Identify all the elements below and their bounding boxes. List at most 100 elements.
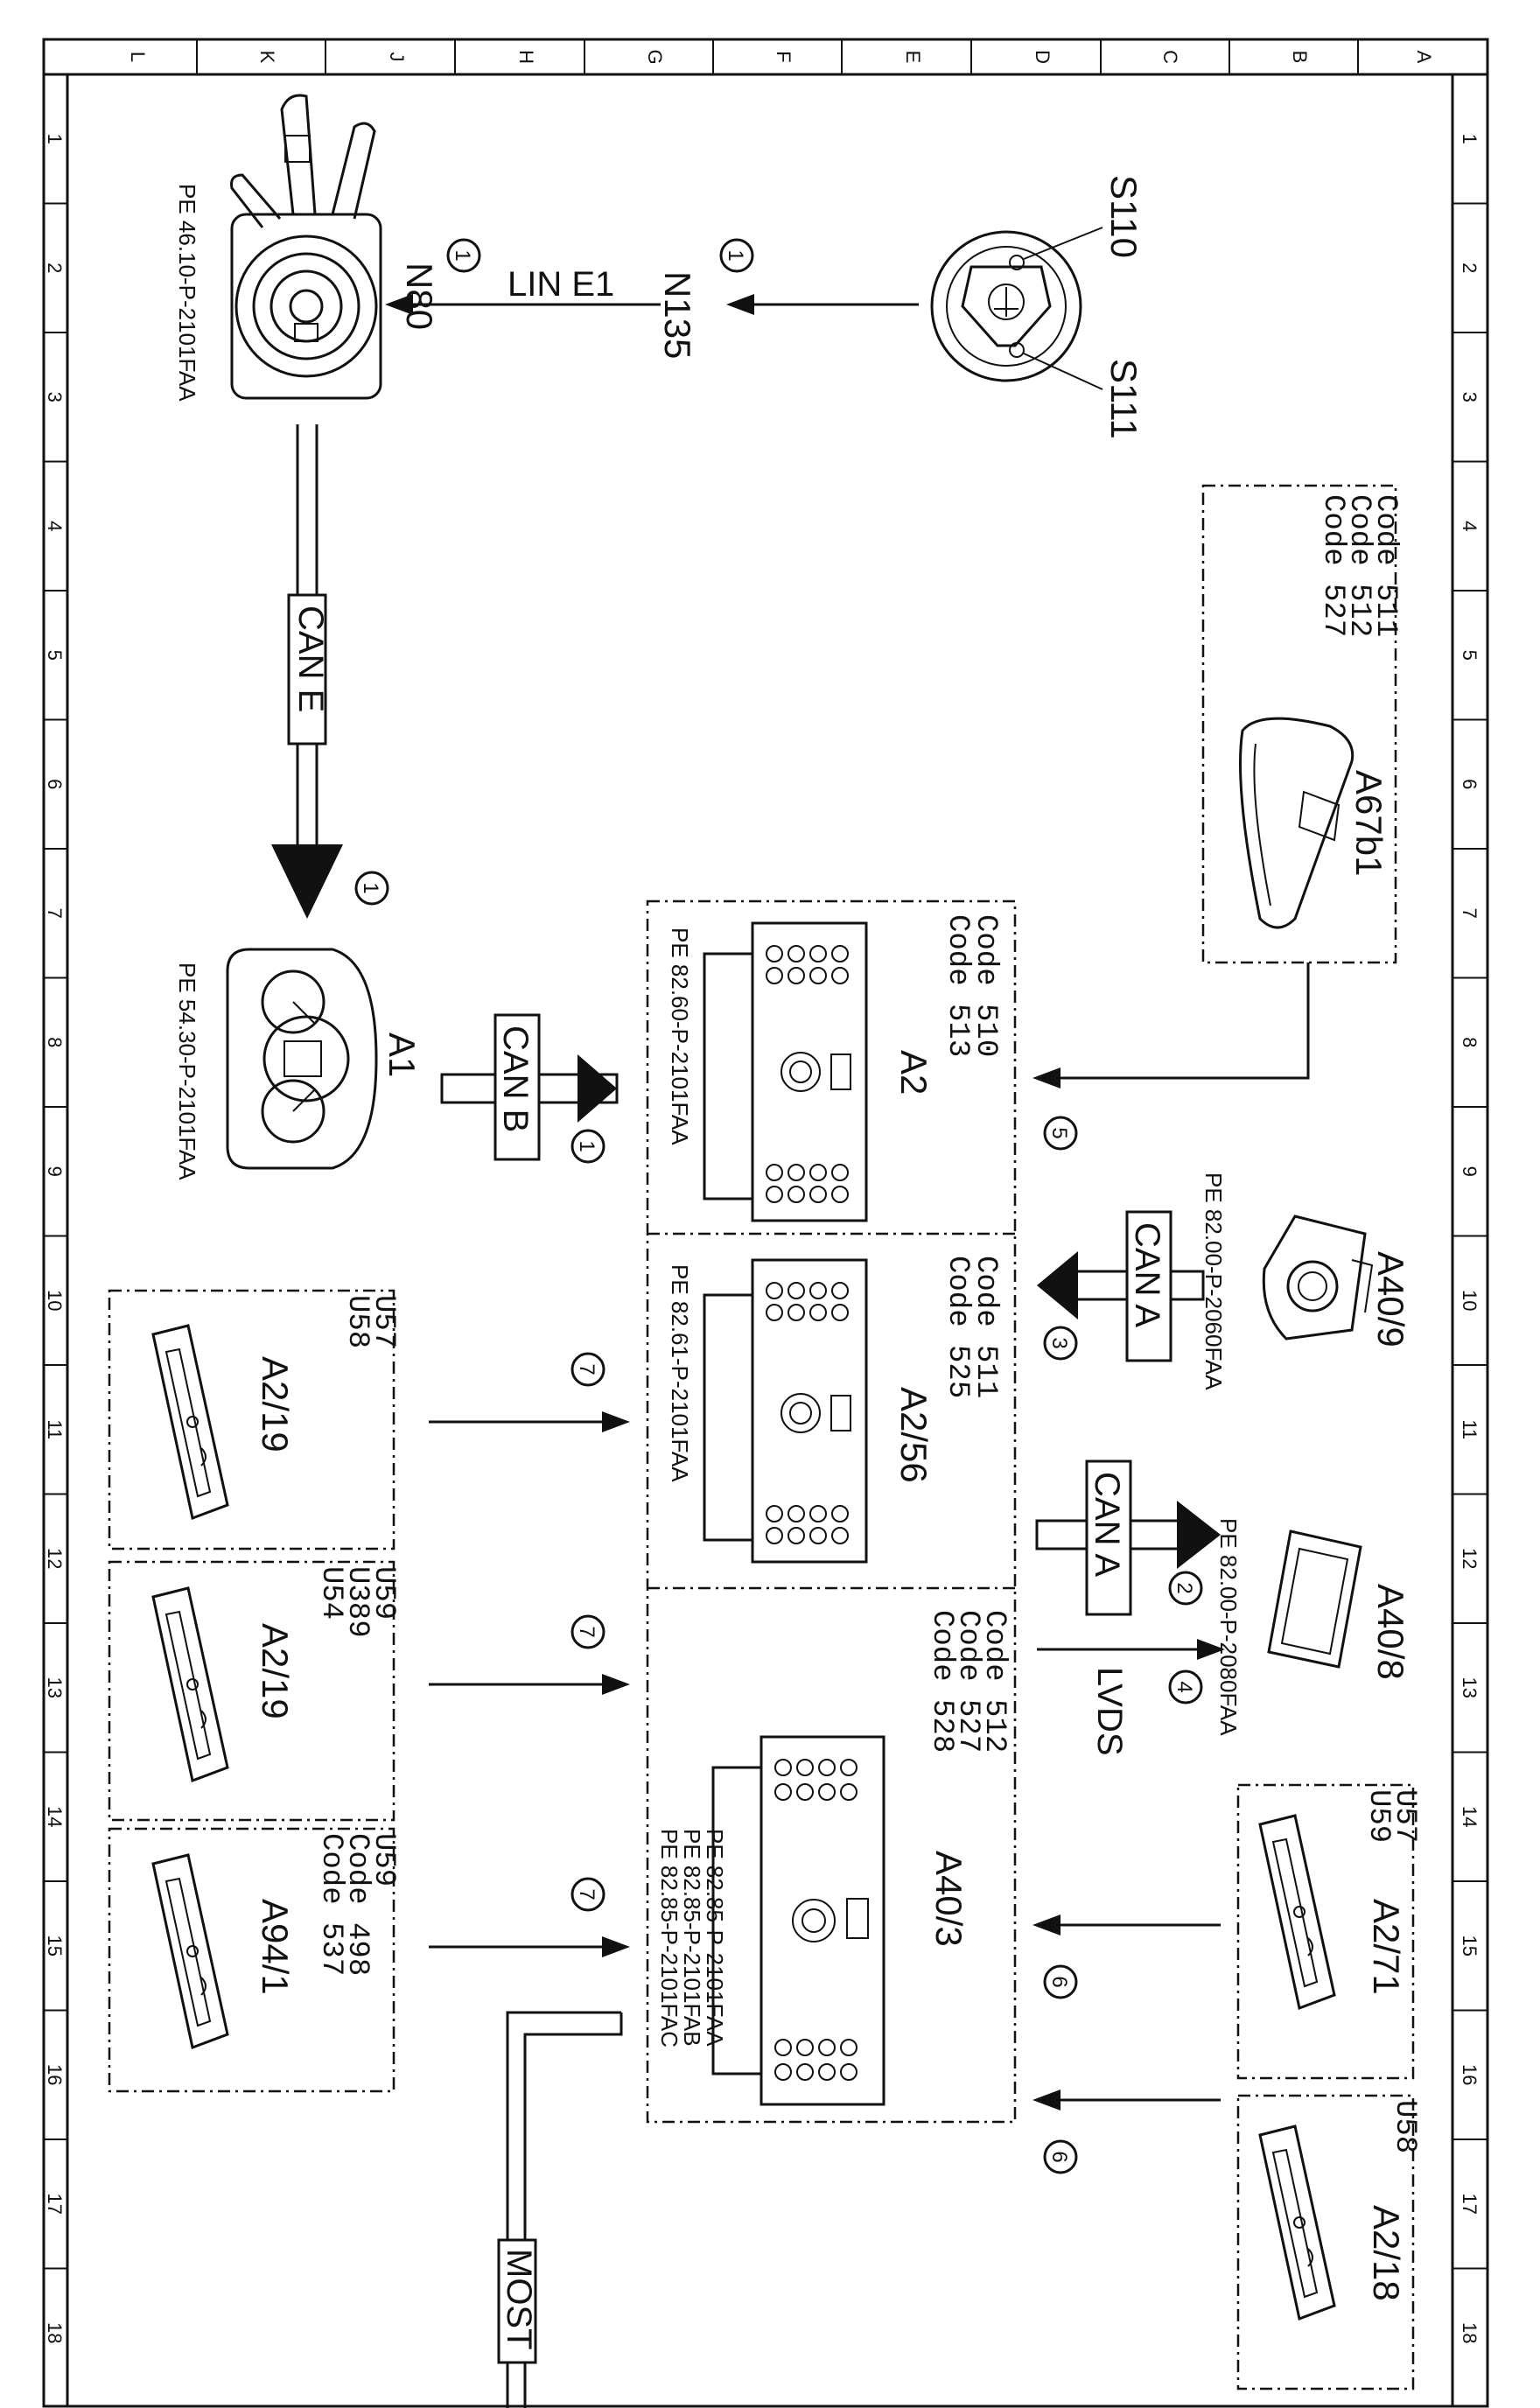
badge-a67b1-out: 5 xyxy=(1043,1116,1078,1151)
a2-18-label: A2/18 xyxy=(1366,2205,1407,2301)
badge-a40-8-can: 2 xyxy=(1168,1571,1203,1606)
grid-letter-g: G xyxy=(644,49,666,64)
grid-number-left-16: 16 xyxy=(44,2064,66,2085)
svg-text:7: 7 xyxy=(575,1626,598,1637)
sheet-border xyxy=(42,38,1489,2408)
grid-letters: A B C D E F G H J K L xyxy=(127,49,1435,64)
grid-number-left-5: 5 xyxy=(44,650,66,661)
can-a-top-label-box xyxy=(1125,1210,1172,1362)
a67b1-to-a2-line xyxy=(1050,962,1310,1080)
a40-9-label: A40/9 xyxy=(1370,1251,1411,1348)
a94-1-label: A94/1 xyxy=(255,1899,296,1995)
a94-1-outline xyxy=(108,1827,396,2093)
a40-3-command-unit xyxy=(711,1735,886,2106)
most-connection xyxy=(497,2011,623,2408)
a67b1-code-527: Code 527 xyxy=(1316,494,1349,637)
grid-letter-a: A xyxy=(1413,51,1435,64)
a2-71-tuner xyxy=(1258,1814,1336,2011)
grid-letter-d: D xyxy=(1032,50,1054,64)
a2-19-mid-outline xyxy=(108,1560,396,1822)
a2-56-code-511: Code 511 xyxy=(969,1256,1002,1398)
a2-56-reference: PE 82.61-P-2101FAA xyxy=(667,1264,693,1482)
a2-reference: PE 82.60-P-2101FAA xyxy=(667,928,693,1145)
grid-number-left-3: 3 xyxy=(44,392,66,402)
grid-number-left-18: 18 xyxy=(44,2322,66,2343)
can-b-label: CAN B xyxy=(496,1026,535,1132)
a67b1-code-512: Code 512 xyxy=(1342,494,1376,637)
grid-number-left-12: 12 xyxy=(44,1548,66,1569)
a1-label: A1 xyxy=(382,1032,423,1077)
can-e-connection xyxy=(271,593,343,919)
svg-text:2: 2 xyxy=(1172,1582,1196,1593)
a67b1-code-511: Code 511 xyxy=(1368,494,1402,637)
a2-18-code-u58: U58 xyxy=(1388,2100,1421,2153)
badge-a2-71: 6 xyxy=(1043,1964,1078,1999)
a94-1-code-537: Code 537 xyxy=(314,1833,347,1976)
a40-8-display xyxy=(1267,1530,1362,1669)
s110-button xyxy=(1009,255,1025,270)
a2-19-top-code-u58: U58 xyxy=(340,1295,374,1348)
wheel-to-n135-arrowhead xyxy=(726,294,754,315)
grid-letter-l: L xyxy=(127,52,149,62)
grid-number-right-8: 8 xyxy=(1459,1037,1480,1047)
s111-button xyxy=(1009,342,1025,358)
grid-number-left-7: 7 xyxy=(44,908,66,919)
svg-text:1: 1 xyxy=(451,249,474,261)
a2-code-510: Code 510 xyxy=(969,914,1002,1057)
a40-8-reference: PE 82.00-P-2080FAA xyxy=(1215,1518,1242,1736)
badge-n135-in: 1 xyxy=(719,238,754,273)
can-a-top-label: CAN A xyxy=(1128,1222,1166,1327)
grid-number-left-11: 11 xyxy=(44,1419,66,1439)
svg-text:5: 5 xyxy=(1047,1127,1071,1138)
svg-text:3: 3 xyxy=(1047,1337,1071,1348)
a1-instrument-cluster xyxy=(226,948,378,1170)
grid-number-right-14: 14 xyxy=(1459,1806,1480,1827)
a2-19-mid-code-u389: U389 xyxy=(340,1566,374,1638)
a2-18-tuner xyxy=(1258,2124,1336,2321)
a40-9-camera xyxy=(1262,1214,1374,1340)
most-label: MOST xyxy=(500,2249,538,2350)
grid-number-left-10: 10 xyxy=(44,1290,66,1311)
badge-a1-in: 1 xyxy=(354,871,389,906)
grid-number-right-1: 1 xyxy=(1459,134,1480,144)
grid-number-right-4: 4 xyxy=(1459,521,1480,531)
head-unit-group-outline xyxy=(646,900,1017,2124)
a2-56-code-525: Code 525 xyxy=(941,1256,974,1398)
svg-text:1: 1 xyxy=(724,249,747,261)
grid-number-left-15: 15 xyxy=(44,1936,66,1956)
grid-number-right-13: 13 xyxy=(1459,1677,1480,1698)
can-a-bottom-label-box xyxy=(1085,1460,1132,1616)
grid-number-right-5: 5 xyxy=(1459,650,1480,661)
a2-19-mid-label: A2/19 xyxy=(255,1623,296,1719)
a2-71-label: A2/71 xyxy=(1366,1899,1407,1995)
can-e-label: CAN E xyxy=(291,606,330,712)
grid-number-right-2: 2 xyxy=(1459,262,1480,273)
a2-19-mid-tuner xyxy=(151,1586,229,1783)
s110-label: S110 xyxy=(1103,175,1144,258)
n135-label: N135 xyxy=(657,271,698,359)
svg-text:6: 6 xyxy=(1047,1976,1071,1987)
badge-a2-18: 6 xyxy=(1043,2139,1078,2174)
svg-text:7: 7 xyxy=(575,1888,598,1900)
grid-number-left-8: 8 xyxy=(44,1037,66,1047)
a2-71-code-u57: U57 xyxy=(1388,1789,1421,1843)
a67b1-outline xyxy=(1201,484,1397,964)
badge-n80-in: 1 xyxy=(446,238,481,273)
a40-3-reference-3: PE 82.85-P-2101FAC xyxy=(656,1829,682,2048)
steering-wheel xyxy=(930,227,1103,390)
a40-8-label: A40/8 xyxy=(1370,1584,1411,1680)
svg-text:7: 7 xyxy=(575,1363,598,1375)
can-b-label-box xyxy=(494,1013,541,1161)
grid-number-right-15: 15 xyxy=(1459,1936,1480,1956)
grid-number-left-14: 14 xyxy=(44,1806,66,1827)
grid-number-right-12: 12 xyxy=(1459,1548,1480,1569)
lin-e1-label: LIN E1 xyxy=(508,265,614,304)
grid-letter-f: F xyxy=(773,51,794,62)
a2-label: A2 xyxy=(893,1050,934,1095)
n80-reference: PE 46.10-P-2101FAA xyxy=(174,184,200,402)
a2-18-outline xyxy=(1236,2094,1415,2390)
a2-19-top-code-u57: U57 xyxy=(367,1295,400,1348)
can-a-top-connection xyxy=(1037,1251,1205,1320)
grid-letter-b: B xyxy=(1289,51,1311,64)
